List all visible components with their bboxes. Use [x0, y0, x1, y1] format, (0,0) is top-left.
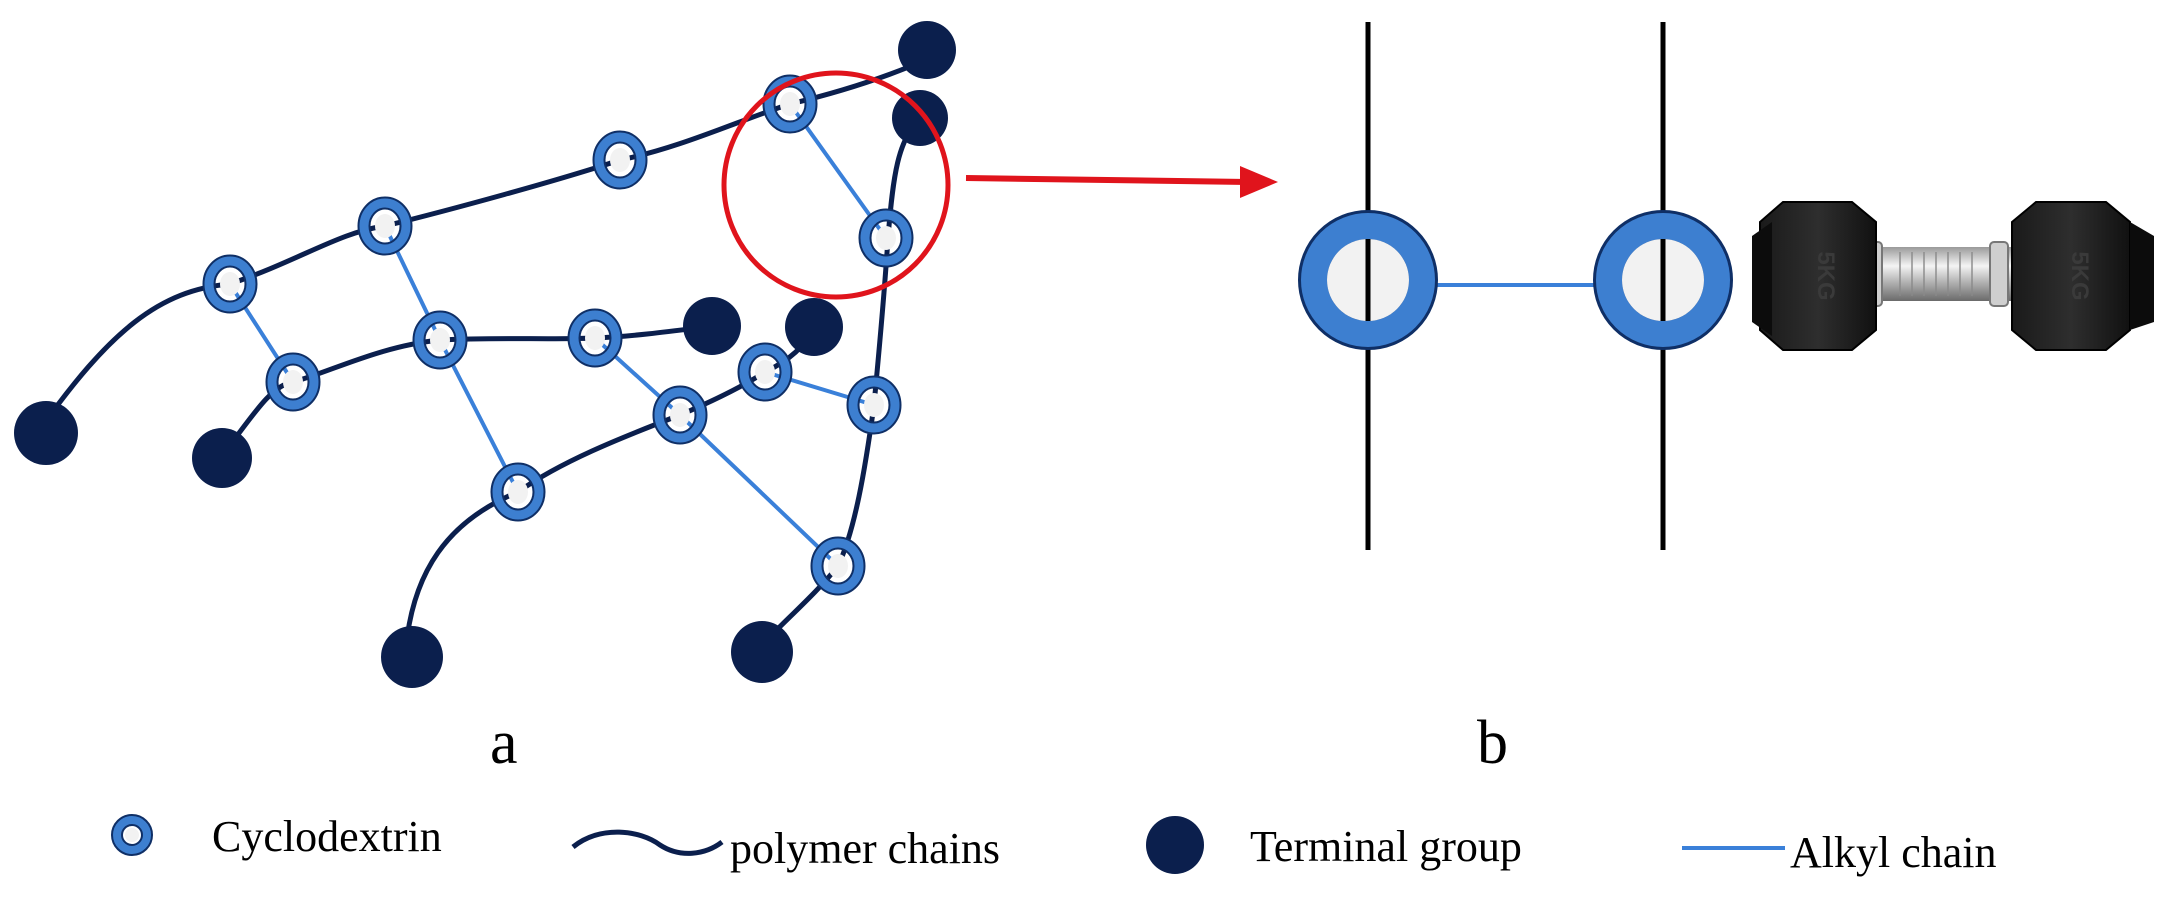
terminal-group — [381, 626, 443, 688]
legend-icons — [111, 814, 1785, 874]
terminal-group — [14, 401, 78, 465]
legend-label-terminal-group: Terminal group — [1250, 822, 1522, 871]
terminal-group — [898, 21, 956, 79]
panel-label-b: b — [1477, 709, 1508, 777]
panel-a-network — [14, 21, 956, 688]
cyclodextrin-ring — [265, 352, 321, 412]
terminal-group — [683, 297, 741, 355]
highlight-circle — [721, 70, 951, 300]
cyclodextrin-ring — [737, 342, 793, 402]
cyclodextrin-ring — [412, 310, 468, 370]
cyclodextrin-ring — [810, 536, 866, 596]
dumbbell-image: 5KG 5KG — [1752, 201, 2154, 351]
zoom-arrow — [965, 166, 1278, 198]
terminal-group — [192, 428, 252, 488]
alkyl-crosslink — [678, 413, 840, 568]
polymer-chain — [402, 325, 818, 661]
legend-label-polymer-chains: polymer chains — [730, 824, 1001, 873]
legend-label-alkyl-chain: Alkyl chain — [1790, 828, 1997, 877]
polymer-chains-group — [35, 55, 932, 661]
terminal-groups — [14, 21, 956, 688]
cyclodextrin-ring — [846, 375, 902, 435]
cyclodextrin-ring — [762, 74, 818, 134]
dumbbell-plate-text-right: 5KG — [2066, 251, 2093, 300]
cyclodextrin-rings — [202, 74, 914, 596]
cyclodextrin-ring — [858, 208, 914, 268]
cyclodextrin-ring-large-left — [1298, 210, 1438, 350]
legend-label-cyclodextrin: Cyclodextrin — [212, 812, 442, 861]
legend: Cyclodextrin polymer chains Terminal gro… — [0, 805, 2169, 900]
terminal-group — [731, 621, 793, 683]
dumbbell-plate-text-left: 5KG — [1812, 251, 1839, 300]
cyclodextrin-ring-large-right — [1593, 210, 1733, 350]
legend-cyclodextrin-icon — [111, 814, 153, 856]
cyclodextrin-ring — [357, 196, 413, 256]
cyclodextrin-ring — [652, 385, 708, 445]
legend-terminal-group-icon — [1146, 816, 1204, 874]
cyclodextrin-ring — [490, 462, 546, 522]
panel-label-a: a — [490, 709, 518, 777]
cyclodextrin-ring — [592, 130, 648, 190]
terminal-group — [785, 298, 843, 356]
legend-polymer-chain-icon — [571, 829, 724, 856]
cyclodextrin-ring — [202, 254, 258, 314]
cyclodextrin-ring — [567, 308, 623, 368]
panel-b-schematic: 5KG 5KG — [1298, 22, 2154, 550]
